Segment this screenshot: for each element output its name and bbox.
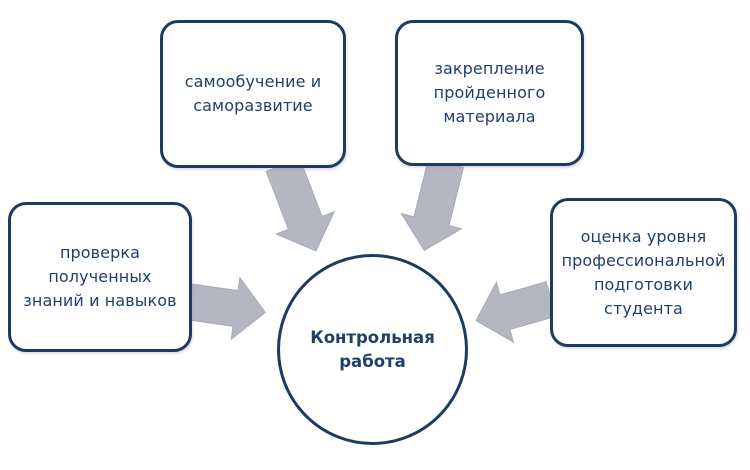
node-assessment-label: оценка уровня профессиональной подготовк… (561, 226, 726, 318)
node-knowledge-check: проверка полученных знаний и навыков (8, 202, 192, 352)
node-consolidation: закрепление пройденного материала (395, 20, 584, 166)
center-node-control-work: Контрольная работа (277, 254, 468, 445)
center-node-label: Контрольная работа (310, 327, 435, 371)
arrow-from-knowledge-check-icon (186, 276, 266, 341)
node-self-learning-label: самообучение и саморазвитие (184, 72, 322, 115)
node-self-learning: самообучение и саморазвитие (160, 20, 346, 168)
node-knowledge-check-label: проверка полученных знаний и навыков (23, 243, 177, 310)
arrow-from-self-learning-icon (265, 157, 336, 252)
arrow-from-assessment-icon (475, 281, 557, 344)
arrow-from-consolidation-icon (400, 158, 465, 252)
node-consolidation-label: закрепление пройденного материала (433, 59, 546, 126)
node-assessment: оценка уровня профессиональной подготовк… (550, 198, 737, 347)
